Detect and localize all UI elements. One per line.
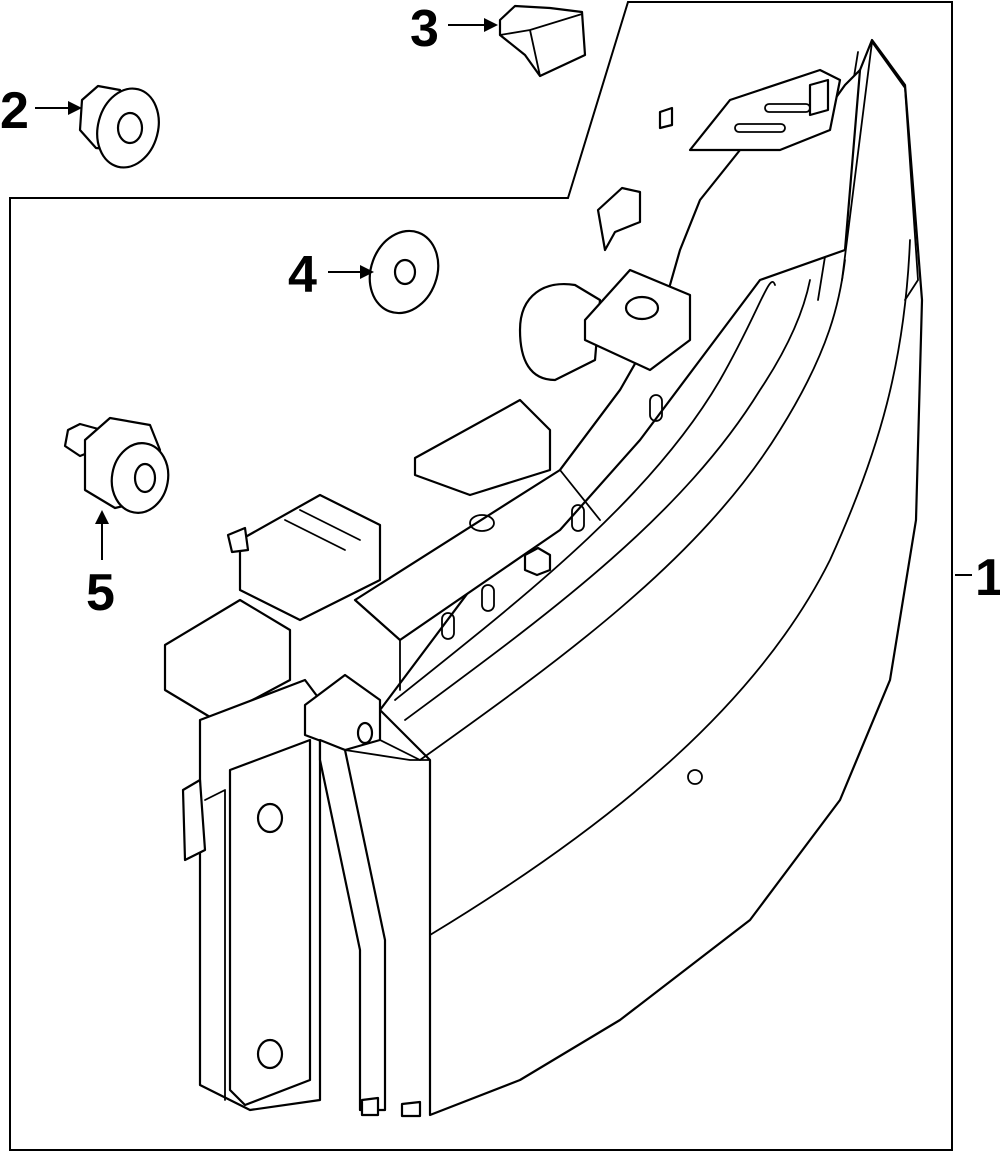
assembly-frame bbox=[9, 1, 953, 1151]
small-peg-top bbox=[658, 106, 674, 130]
callout-1: 1 bbox=[975, 549, 1000, 607]
rail-slot-2 bbox=[481, 584, 495, 612]
rail-clip bbox=[523, 546, 552, 577]
nut-hole bbox=[116, 111, 144, 145]
bracket-post bbox=[808, 78, 830, 117]
arrowhead-5 bbox=[95, 510, 109, 524]
lens-ridge bbox=[871, 41, 919, 301]
foot-tab-1 bbox=[360, 1096, 380, 1117]
part-3-clip bbox=[498, 4, 587, 78]
connector-ribs bbox=[284, 509, 361, 551]
lens-contour-4 bbox=[394, 281, 776, 701]
rail-edge bbox=[354, 469, 601, 691]
flange-side-tab bbox=[181, 778, 207, 862]
callout-arrows bbox=[35, 18, 972, 576]
housing-step-block bbox=[413, 398, 552, 497]
callout-4: 4 bbox=[288, 246, 317, 304]
clip-body bbox=[498, 4, 587, 78]
side-clip bbox=[596, 186, 642, 252]
flange-plate bbox=[228, 738, 312, 1107]
channel-edge bbox=[344, 739, 431, 1111]
foot-tab-2 bbox=[400, 1100, 422, 1118]
rail-oval bbox=[469, 514, 495, 532]
arrowhead-3 bbox=[484, 18, 498, 32]
clip-edge bbox=[499, 13, 583, 77]
part-4-washer bbox=[368, 229, 440, 315]
rail-slot-1 bbox=[441, 612, 455, 640]
lens-contour-3 bbox=[404, 279, 811, 721]
lens-contour-1 bbox=[429, 239, 911, 936]
mounting-flange bbox=[163, 598, 292, 722]
flange-rib bbox=[204, 789, 226, 1101]
flange-hole-lower bbox=[256, 1038, 284, 1070]
corner-post-hole bbox=[356, 721, 374, 745]
lens-contour-2 bbox=[419, 259, 846, 761]
lamp-assembly bbox=[163, 38, 924, 1118]
part-2-nut bbox=[78, 84, 160, 169]
lens-vent-hole bbox=[687, 769, 703, 785]
callout-2: 2 bbox=[0, 82, 29, 140]
washer-hole bbox=[393, 258, 417, 286]
boss-hole bbox=[624, 295, 660, 321]
bulb-socket bbox=[518, 283, 602, 382]
vertical-channel bbox=[318, 738, 387, 1112]
part-5-grommet bbox=[63, 416, 170, 514]
arrowhead-2 bbox=[68, 101, 82, 115]
rail-slot-4 bbox=[649, 394, 663, 422]
rail-slot-3 bbox=[571, 504, 585, 532]
lamp-lens bbox=[378, 38, 924, 1117]
bracket-slot-1 bbox=[734, 123, 786, 133]
callout-5: 5 bbox=[86, 564, 115, 622]
flange-hole-upper bbox=[256, 802, 284, 834]
callout-3: 3 bbox=[410, 0, 439, 58]
connector-pin bbox=[226, 526, 250, 554]
arrowhead-4 bbox=[360, 265, 374, 279]
socket-boss bbox=[583, 268, 692, 372]
connector-housing bbox=[238, 493, 382, 622]
grommet-hole bbox=[133, 462, 157, 494]
